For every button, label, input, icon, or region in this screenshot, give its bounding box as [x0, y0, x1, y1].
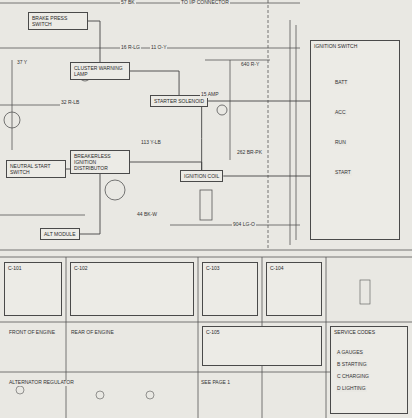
wire-label: ALTERNATOR REGULATOR — [8, 380, 75, 386]
wire-label: 44 BK-W — [136, 212, 158, 218]
wire — [208, 101, 310, 102]
component-name: NEUTRAL START SWITCH — [10, 163, 62, 175]
component-name: ALT MODULE — [44, 231, 76, 237]
wire-label: 57 BK — [120, 0, 136, 6]
component-name: CLUSTER WARNING LAMP — [74, 65, 126, 77]
wire-label: RUN — [334, 140, 347, 146]
wire-label: C CHARGING — [336, 374, 370, 380]
wire-label: 640 R-Y — [240, 62, 260, 68]
component-name: C-105 — [206, 329, 318, 335]
wire-label: FRONT OF ENGINE — [8, 330, 56, 336]
component-box: BREAKERLESS IGNITION DISTRIBUTOR — [70, 150, 130, 174]
wire-label: TO I/P CONNECTOR — [180, 0, 230, 6]
wire-label: 15 AMP — [200, 92, 220, 98]
component-box: ALT MODULE — [40, 228, 80, 240]
wire-label: 904 LG-O — [232, 222, 256, 228]
wire-label: ACC — [334, 110, 347, 116]
connector-view-panel: SERVICE CODES — [330, 326, 408, 414]
connector-view-panel: C-104 — [266, 262, 322, 316]
wire — [223, 176, 310, 177]
wire-label: 11 O-Y — [150, 45, 167, 51]
component-name: SERVICE CODES — [334, 329, 404, 335]
component-name: IGNITION SWITCH — [314, 43, 396, 49]
component-box: IGNITION COIL — [180, 170, 223, 182]
wire — [201, 107, 202, 170]
wire-label: B STARTING — [336, 362, 368, 368]
wire-label: REAR OF ENGINE — [70, 330, 115, 336]
connector-view-panel: C-105 — [202, 326, 322, 366]
component-name: BRAKE PRESS SWITCH — [32, 15, 84, 27]
wire-label: 32 R-LB — [60, 100, 80, 106]
wire-label: SEE PAGE 1 — [200, 380, 231, 386]
component-name: C-103 — [206, 265, 254, 271]
component-box: NEUTRAL START SWITCH — [6, 160, 66, 178]
component-box: CLUSTER WARNING LAMP — [70, 62, 130, 80]
wire-label: 262 BR-PK — [236, 150, 263, 156]
component-name: IGNITION COIL — [184, 173, 219, 179]
wire-label: 16 R-LG — [120, 45, 141, 51]
wire — [80, 174, 100, 234]
wire — [130, 71, 179, 95]
component-name: C-102 — [74, 265, 190, 271]
wire-label: 113 Y-LB — [140, 140, 162, 146]
wire-label: START — [334, 170, 352, 176]
component-name: C-101 — [8, 265, 58, 271]
wire — [130, 162, 202, 170]
component-name: C-104 — [270, 265, 318, 271]
wire-label: D LIGHTING — [336, 386, 367, 392]
connector-view-panel: C-103 — [202, 262, 258, 316]
connector-view-panel: C-101 — [4, 262, 62, 316]
connector-view-panel: C-102 — [70, 262, 194, 316]
wire — [88, 21, 100, 62]
component-name: STARTER SOLENOID — [154, 98, 204, 104]
wire-label: BATT — [334, 80, 348, 86]
wire-label: A GAUGES — [336, 350, 364, 356]
component-box: IGNITION SWITCH — [310, 40, 400, 240]
component-name: BREAKERLESS IGNITION DISTRIBUTOR — [74, 153, 126, 171]
component-box: BRAKE PRESS SWITCH — [28, 12, 88, 30]
wire-label: 37 Y — [16, 60, 28, 66]
